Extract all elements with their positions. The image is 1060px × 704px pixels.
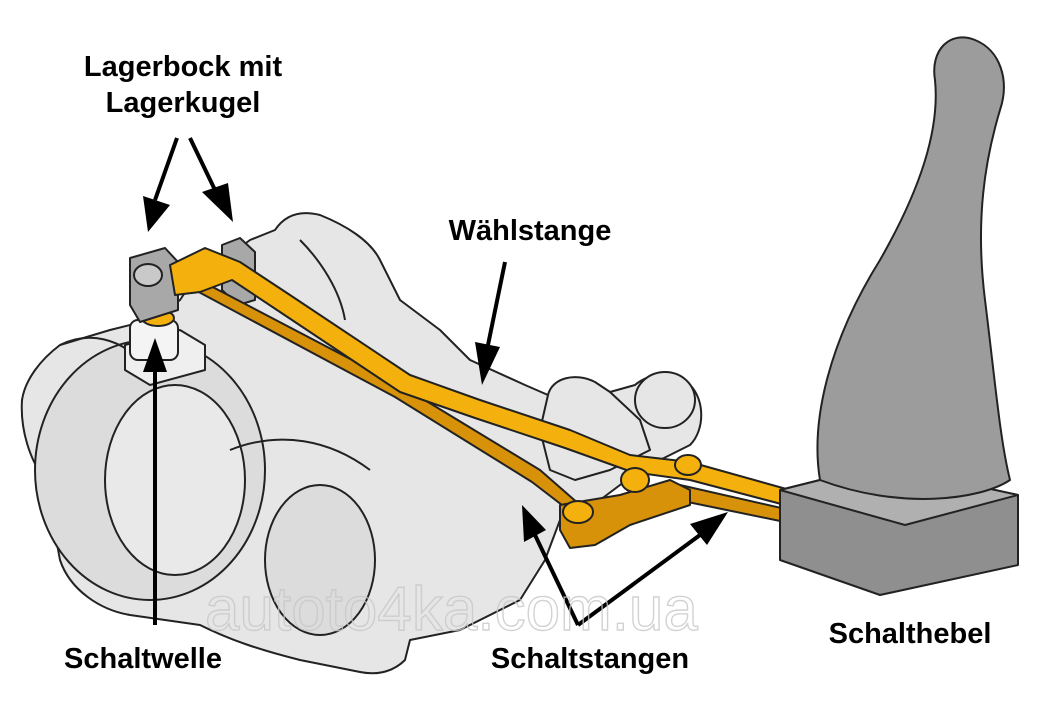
label-lagerbock-line1: Lagerbock mit [84, 51, 283, 83]
shift-lever [779, 36, 1019, 596]
annotation-arrows [143, 137, 728, 627]
watermark-text: autoto4ka.com.ua [205, 575, 698, 644]
label-schalthebel: Schalthebel [829, 618, 992, 650]
label-lagerbock-line2: Lagerkugel [106, 87, 261, 119]
rods [169, 247, 791, 549]
gearbox-housing [20, 212, 703, 675]
label-schaltstangen: Schaltstangen [491, 643, 689, 675]
bearing-bracket [129, 237, 256, 323]
label-schaltwelle: Schaltwelle [64, 643, 222, 675]
label-waehlstange: Wählstange [449, 215, 612, 247]
